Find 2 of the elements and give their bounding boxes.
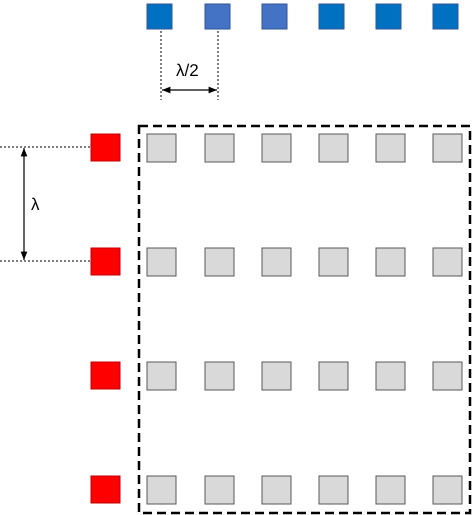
dimension-label: λ xyxy=(31,196,40,213)
dimension-label: λ/2 xyxy=(176,62,199,79)
